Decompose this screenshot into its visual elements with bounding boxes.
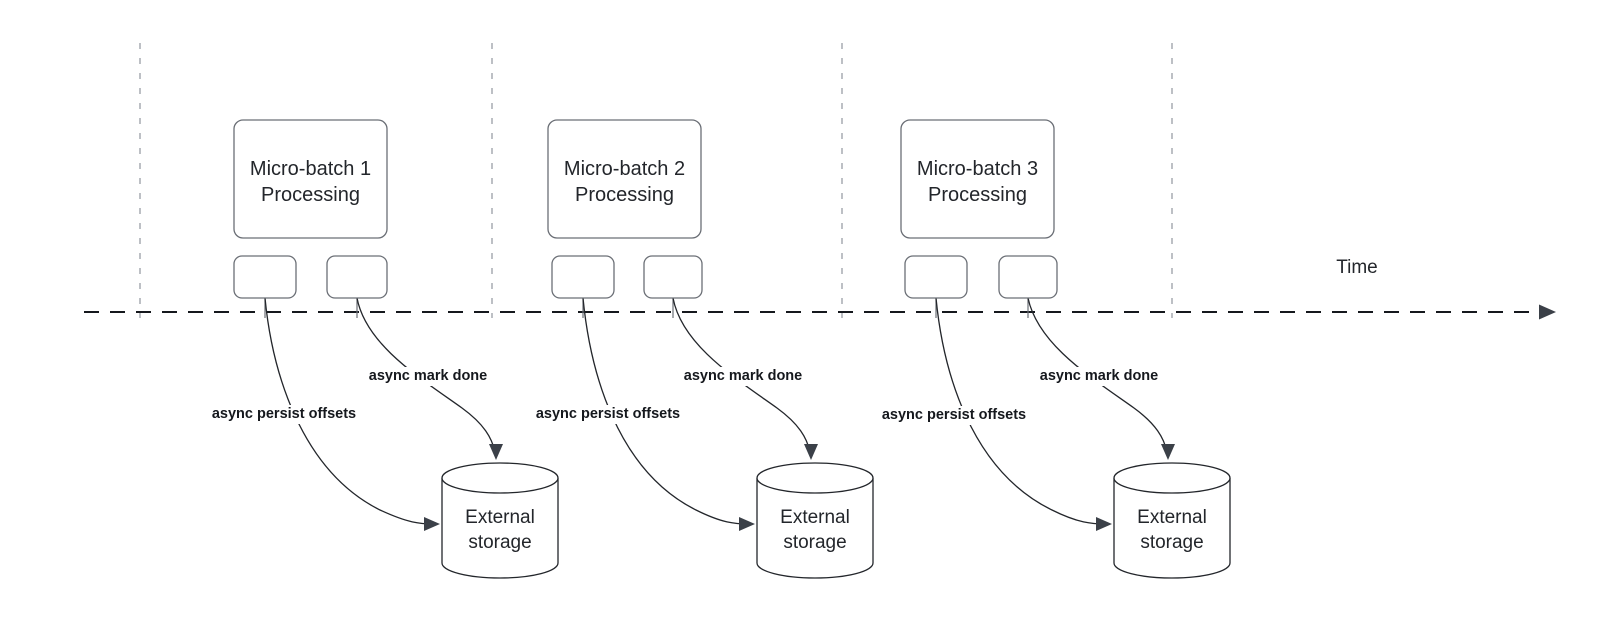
mark-done-edge-arrowhead-icon: [804, 444, 818, 460]
persist-offsets-edge: [935, 297, 1107, 525]
storage-label-line2: storage: [468, 532, 531, 553]
storage-label-line1: External: [465, 507, 535, 528]
task-box-right[interactable]: [326, 255, 388, 299]
mark-done-edge: [1027, 297, 1168, 453]
divider-lines-layer: [139, 43, 1173, 318]
persist-offsets-edge-arrowhead-icon: [424, 517, 440, 531]
microbatch-label-line1: Micro-batch 3: [917, 158, 1038, 180]
mark-done-edge: [356, 297, 496, 453]
mark-done-edge-label: async mark done: [369, 368, 487, 384]
storage-label-line1: External: [1137, 507, 1207, 528]
nodes-layer: Micro-batch 1ProcessingExternalstorageMi…: [233, 119, 1231, 579]
storage-cylinder-top-icon: [756, 462, 874, 494]
persist-offsets-edge-label: async persist offsets: [536, 406, 680, 422]
task-box-right[interactable]: [643, 255, 703, 299]
storage-cylinder-body[interactable]: [441, 478, 559, 579]
microbatch-processing-box[interactable]: [900, 119, 1055, 239]
persist-offsets-edge-label-backdrop: [200, 405, 368, 424]
microbatch-label-line2: Processing: [928, 184, 1027, 206]
storage-cylinder-top-icon: [1113, 462, 1231, 494]
mark-done-edge-label: async mark done: [684, 368, 802, 384]
persist-offsets-edge-arrowhead-icon: [739, 517, 755, 531]
storage-cylinder-body[interactable]: [1113, 478, 1231, 579]
storage-label-line2: storage: [1140, 532, 1203, 553]
time-axis-label: Time: [1336, 257, 1378, 278]
storage-label-line2: storage: [783, 532, 846, 553]
mark-done-edge-label-backdrop: [367, 367, 489, 386]
task-box-left[interactable]: [233, 255, 297, 299]
mark-done-edge-arrowhead-icon: [489, 444, 503, 460]
task-box-right[interactable]: [998, 255, 1058, 299]
microbatch-label-line1: Micro-batch 2: [564, 158, 685, 180]
microbatch-label-line2: Processing: [261, 184, 360, 206]
persist-offsets-edge-label-backdrop: [870, 406, 1038, 425]
mark-done-edge-arrowhead-icon: [1161, 444, 1175, 460]
storage-label-line1: External: [780, 507, 850, 528]
edge-labels-layer: async persist offsets async mark done asyn…: [200, 367, 1160, 425]
microbatch-processing-box[interactable]: [547, 119, 702, 239]
storage-cylinder-top-icon: [441, 462, 559, 494]
microbatch-label-line1: Micro-batch 1: [250, 158, 371, 180]
timeline-axis-layer: Time: [84, 257, 1556, 320]
persist-offsets-edge-arrowhead-icon: [1096, 517, 1112, 531]
mark-done-edge-label-backdrop: [1038, 367, 1160, 386]
persist-offsets-edge-label: async persist offsets: [882, 407, 1026, 423]
task-box-left[interactable]: [551, 255, 615, 299]
mark-done-edge-label-backdrop: [682, 367, 804, 386]
timeline-arrowhead-icon: [1539, 304, 1556, 320]
task-box-left[interactable]: [904, 255, 968, 299]
persist-offsets-edge: [264, 297, 435, 525]
microbatch-processing-box[interactable]: [233, 119, 388, 239]
mark-done-edge: [672, 297, 811, 453]
persist-offsets-edge-label-backdrop: [524, 405, 692, 424]
persist-offsets-edge: [582, 297, 750, 525]
mark-done-edge-label: async mark done: [1040, 368, 1158, 384]
persist-offsets-edge-label: async persist offsets: [212, 406, 356, 422]
storage-cylinder-body[interactable]: [756, 478, 874, 579]
microbatch-label-line2: Processing: [575, 184, 674, 206]
flow-edges-layer: [264, 297, 1175, 531]
